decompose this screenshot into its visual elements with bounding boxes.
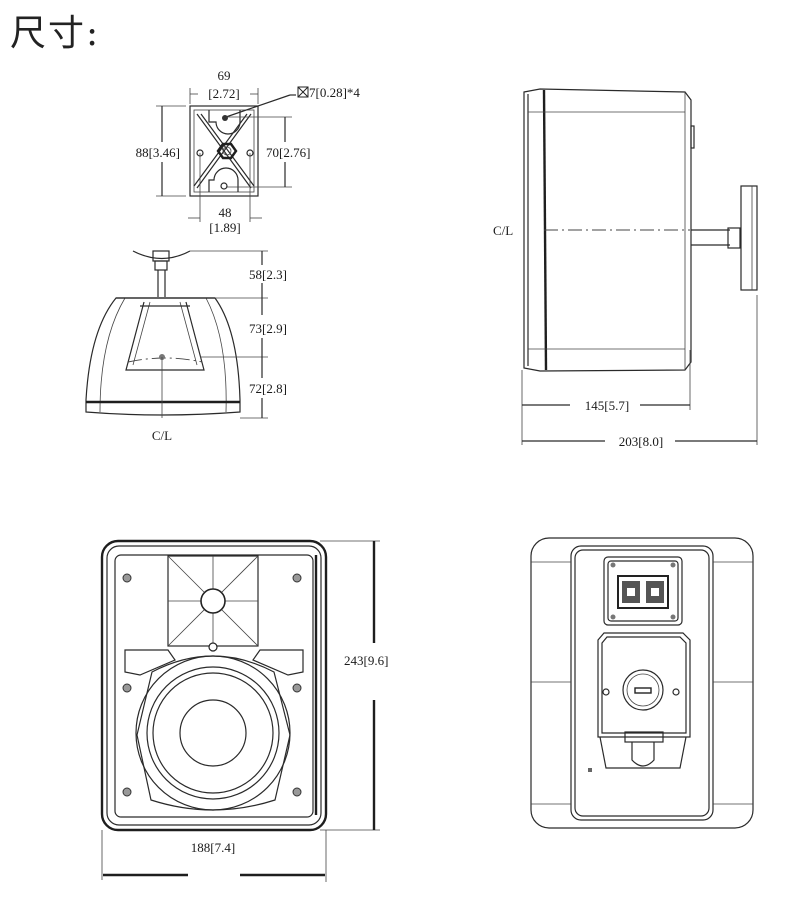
plate-height: 88[3.46]: [136, 145, 180, 160]
cabinet-top-outline: [85, 297, 241, 416]
centerline-label-top: C/L: [152, 428, 172, 443]
page-title: 尺寸:: [10, 13, 101, 54]
woofer-dustcap: [179, 699, 247, 767]
woofer-basket: [136, 655, 291, 811]
front-cabinet-outline: [100, 539, 328, 832]
dim-bracket-depth: 58[2.3]: [249, 267, 287, 282]
dim-front-height: 243[9.6]: [344, 653, 388, 668]
rear-view: [530, 537, 754, 829]
woofer-surround: [146, 666, 280, 800]
hex-nut: [216, 142, 238, 160]
wall-bracket-plate: [740, 185, 758, 291]
dim-lower-depth: 72[2.8]: [249, 381, 287, 396]
dim-front-width: 188[7.4]: [191, 840, 235, 855]
rear-mount-plate: [597, 632, 691, 738]
square-hole-icon: [297, 86, 309, 98]
mount-socket: [622, 669, 664, 711]
hole-callout: 7[0.28]*4: [309, 85, 360, 100]
terminal-plate: [603, 556, 683, 626]
bracket-plate: [132, 250, 191, 260]
plate-outline: [189, 105, 259, 197]
screws: [122, 573, 302, 797]
side-view: C/L 145[5.7] 203[8.0]: [493, 88, 758, 449]
mount-hole-bottom: [220, 182, 228, 190]
rear-cabinet-outline: [530, 537, 754, 829]
hole-pitch-horizontal-in: [1.89]: [209, 220, 240, 235]
mounting-plate-view: 69 [2.72] 7[0.28]*4 88[3.46] 70[2.76] 48…: [136, 68, 361, 235]
front-view: 243[9.6] 188[7.4]: [100, 539, 388, 882]
dim-upper-depth: 73[2.9]: [249, 321, 287, 336]
hole-pitch-vertical: 70[2.76]: [266, 145, 310, 160]
hole-pitch-horizontal-mm: 48: [219, 205, 232, 220]
plate-width-in: [2.72]: [208, 86, 239, 101]
top-view: 58[2.3] 73[2.9] 72[2.8] C/L: [85, 250, 287, 443]
dim-total-depth: 203[8.0]: [619, 434, 663, 449]
tweeter: [200, 588, 226, 614]
plate-width-mm: 69: [218, 68, 231, 83]
mount-hole-top: [222, 115, 228, 121]
dim-body-depth: 145[5.7]: [585, 398, 629, 413]
bracket-nut: [727, 227, 741, 249]
latch: [624, 731, 664, 743]
centerline-label-side: C/L: [493, 223, 513, 238]
cabinet-side-outline: [523, 88, 692, 372]
